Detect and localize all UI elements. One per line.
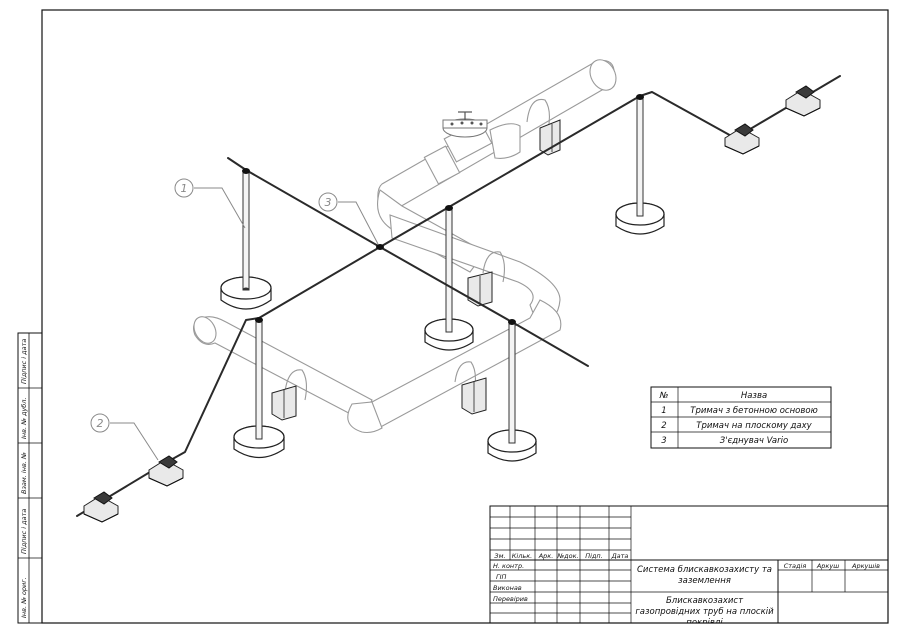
callout-2: 2 [90,413,159,461]
side-stamp-label: Підпис і дата [20,509,28,554]
mast-concrete-base [615,97,665,235]
title-block: Зм. Кільк. Арк. №док. Підп. Дата Н. конт… [489,505,889,624]
tb-col-header: №док. [556,552,578,560]
legend-row-num: 1 [661,406,666,416]
mast-concrete-base [424,207,474,351]
pipe-support [271,385,297,421]
legend-header-num: № [659,391,669,401]
legend-row-name: Тримач з бетонною основою [690,406,817,416]
side-stamp-label: Інв. № дубл. [20,397,28,439]
svg-text:3: 3 [325,196,332,209]
legend-table: № Назва 1 Тримач з бетонною основою 2 Тр… [650,386,832,449]
side-stamp: Інв. № ориг. Підпис і дата Взам. інв. № … [17,332,43,624]
tb-col-header: Підп. [585,552,603,560]
tb-role: Перевірив [493,595,528,603]
legend-row-num: 2 [661,421,666,431]
valve-flange [423,111,521,185]
side-stamp-label: Взам. інв. № [20,452,28,494]
side-stamp-label: Інв. № ориг. [20,577,28,618]
roof-holder [785,85,821,117]
pipe-support [539,119,561,156]
tb-col-header: Зм. [494,552,505,560]
roof-holder [83,491,119,523]
legend-row-name: Тримач на плоскому даху [696,421,812,431]
side-stamp-label: Підпис і дата [20,339,28,384]
tb-stage-header: Аркушів [851,562,880,570]
legend-header-name: Назва [741,391,767,401]
pipe-support [467,271,493,307]
drawing-frame [41,9,889,624]
roof-holder [724,123,760,155]
callout-1: 1 [174,178,246,229]
tb-role: ГІП [496,573,507,581]
pipe-support [461,377,487,415]
tb-stage-header: Стадія [784,562,807,570]
tb-role: Н. контр. [493,562,524,570]
vario-connector [242,94,644,325]
tb-col-header: Кільк. [512,552,532,560]
mast-concrete-base [220,171,272,310]
roof-holder [148,455,184,487]
sheet-title: Блискавкозахист газопровідних труб на пл… [635,596,774,623]
gas-pipeline [193,59,617,434]
tb-role: Виконав [493,584,522,592]
svg-text:2: 2 [97,417,104,430]
svg-text:1: 1 [181,182,188,195]
mast-concrete-base [233,319,285,459]
project-title: Система блискавкозахисту та заземлення [637,565,772,586]
legend-row-num: 3 [661,436,666,446]
legend-row-name: З'єднувач Vario [720,436,788,446]
tb-col-header: Дата [611,552,629,560]
mast-concrete-base [487,323,537,462]
callout-3: 3 [318,192,379,245]
tb-col-header: Арк. [538,552,554,560]
tb-stage-header: Аркуш [816,562,839,570]
